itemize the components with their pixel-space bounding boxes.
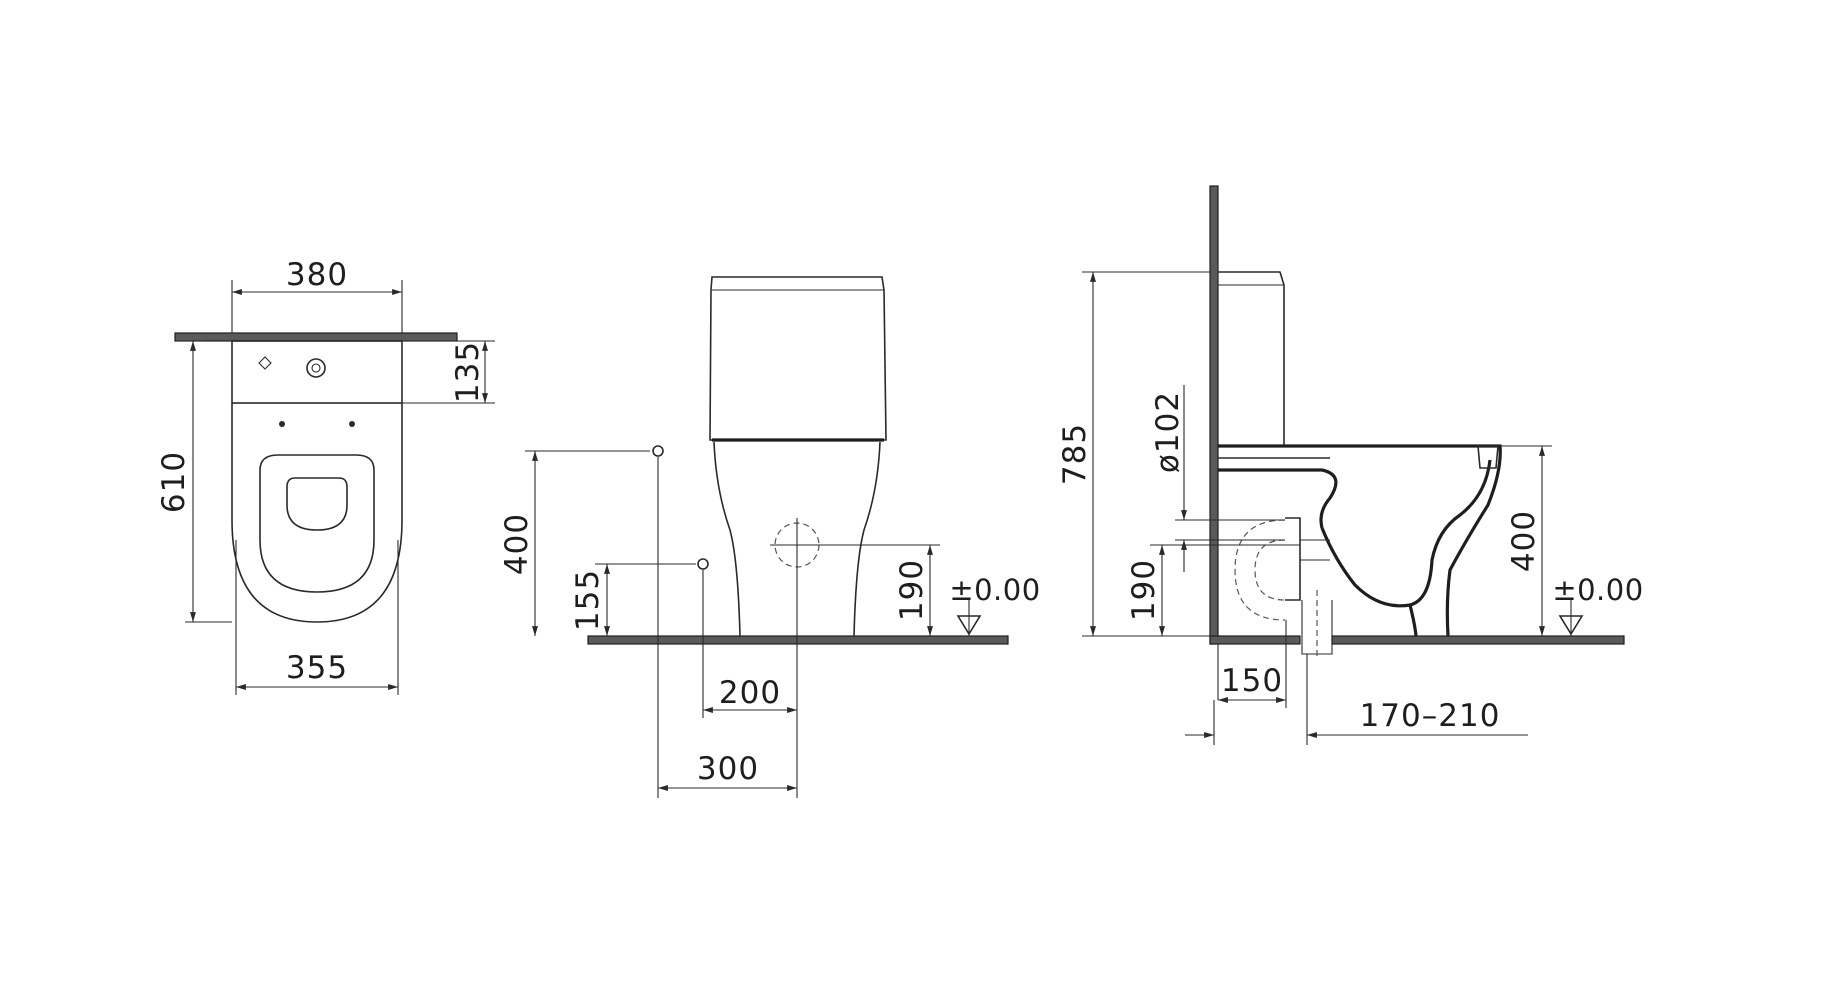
front-view-pedestal bbox=[853, 441, 881, 637]
floor-level-label: ±0.00 bbox=[949, 573, 1040, 607]
front-view: 400 155 190 ±0.00 200 300 bbox=[499, 276, 1040, 798]
side-view-wall bbox=[1209, 185, 1219, 645]
front-view-tank bbox=[709, 276, 887, 441]
side-view-trap bbox=[1320, 459, 1492, 608]
top-view: 380 135 610 355 bbox=[156, 257, 495, 695]
dim-offset-300: 300 bbox=[697, 751, 759, 787]
dim-width-bowl: 355 bbox=[286, 650, 348, 686]
side-floor-level-label: ±0.00 bbox=[1552, 573, 1643, 607]
dim-supply-height: 400 bbox=[499, 513, 535, 575]
dim-seat-height: 400 bbox=[1506, 510, 1542, 572]
dim-offset-200: 200 bbox=[719, 675, 781, 711]
dim-width-top: 380 bbox=[286, 257, 348, 293]
front-view-floor bbox=[587, 635, 1009, 645]
top-view-opening bbox=[286, 477, 348, 531]
dim-outlet-range: 170–210 bbox=[1360, 698, 1501, 734]
top-view-seat bbox=[259, 454, 375, 593]
dim-side-outlet-height: 190 bbox=[1126, 559, 1162, 621]
flush-button-icon bbox=[306, 358, 326, 378]
dim-outlet-height: 190 bbox=[894, 559, 930, 621]
outlet-pipe bbox=[1234, 519, 1286, 621]
side-view-tank bbox=[1218, 271, 1285, 447]
dim-depth-tank: 135 bbox=[450, 341, 486, 403]
fixing-hole-icon bbox=[349, 421, 355, 427]
dim-supply-low: 155 bbox=[570, 569, 606, 631]
side-view-bowl bbox=[1218, 444, 1502, 637]
fixing-hole-icon bbox=[279, 421, 285, 427]
diamond-icon bbox=[258, 356, 272, 370]
top-view-wall bbox=[174, 332, 458, 342]
dim-total-height: 785 bbox=[1057, 423, 1093, 485]
side-view-floor bbox=[1331, 635, 1625, 645]
dim-length: 610 bbox=[156, 451, 192, 513]
dim-pipe-diameter: ø102 bbox=[1150, 391, 1186, 473]
supply-point-icon bbox=[652, 445, 664, 457]
side-view: 785 ø102 190 400 ±0.00 150 170–210 bbox=[1057, 185, 1643, 745]
dim-wall-offset: 150 bbox=[1221, 663, 1283, 699]
top-view-bowl bbox=[231, 403, 403, 623]
supply-point-icon bbox=[697, 558, 709, 570]
